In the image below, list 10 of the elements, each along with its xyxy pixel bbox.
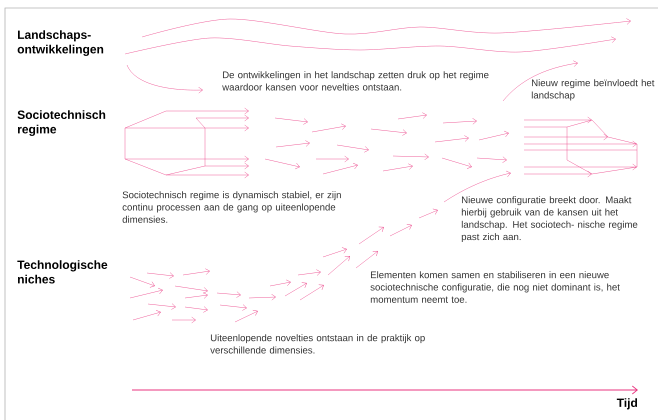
annotation-text: Sociotechnisch regime is dynamisch stabiel, er zijn continu processen aan de gang op uiteenlopende dimensies. (122, 191, 341, 223)
level-heading: Landschaps- ontwikkelingen (18, 30, 104, 56)
annotation-text: De ontwikkelingen in het landschap zetten druk op het regime waardoor kansen voor nevelties ontstaan. (222, 71, 489, 91)
annotation-text: Elementen komen samen en stabiliseren in een nieuwe sociotechnische configuratie, die nog niet dominant is, het momentum neemt toe. (370, 271, 620, 303)
annotation-text: Nieuwe configuratie breekt door. Maakt hierbij gebruik van de kansen uit het landschap. Het sociotech- nische regime past zich aan. (462, 196, 638, 242)
annotation-text: Nieuw regime beïnvloedt het landschap (532, 79, 654, 100)
level-heading: Sociotechnisch regime (18, 110, 106, 136)
axis-label: Tijd (616, 398, 638, 410)
level-heading: Technologische niches (17, 260, 108, 284)
annotation-text: Uiteenlopende novelties ontstaan in de praktijk op verschillende dimensies. (210, 334, 425, 354)
